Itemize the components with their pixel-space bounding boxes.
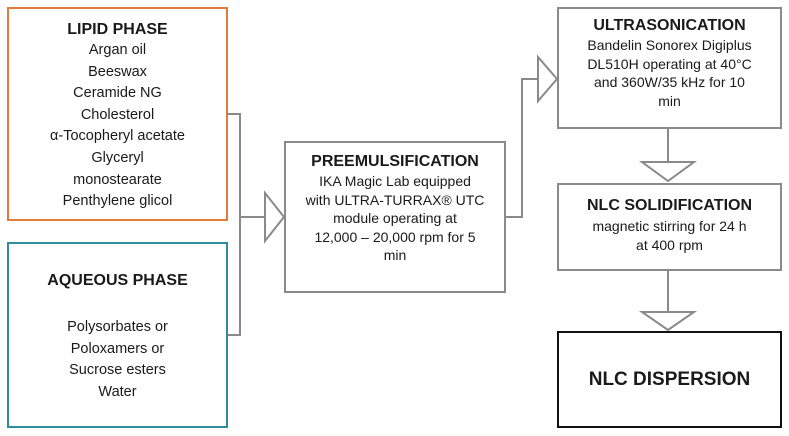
lipid-ingredient: Penthylene glicol	[62, 193, 173, 210]
aqueous-ingredient: Poloxamers or	[70, 340, 165, 357]
ultrasonication-detail: Bandelin Sonorex Digiplus	[587, 37, 752, 53]
ultrasonication-detail: and 360W/35 kHz for 10	[594, 74, 745, 90]
aqueous-ingredient: Polysorbates or	[67, 319, 168, 335]
arrow-right-icon	[537, 54, 559, 104]
arrow-down-icon	[638, 161, 698, 183]
nlc-solidification-box: NLC SOLIDIFICATION magnetic stirring for…	[557, 183, 782, 271]
preemulsification-detail: 12,000 – 20,000 rpm for 5	[314, 228, 476, 245]
aqueous-ingredient: Water	[98, 383, 137, 400]
preemulsification-detail: module operating at	[333, 210, 457, 226]
nlc-solidification-detail: magnetic stirring for 24 h	[592, 218, 747, 234]
aqueous-ingredient: Sucrose esters	[69, 362, 166, 378]
preemulsification-to-ultrasonication-line	[506, 78, 538, 218]
merge-connector	[228, 113, 241, 336]
preemulsification-title: PREEMULSIFICATION	[311, 153, 479, 170]
preemulsification-detail: with ULTRA-TURRAX® UTC	[305, 191, 485, 208]
ultrasonication-box: ULTRASONICATION Bandelin Sonorex Digiplu…	[557, 7, 782, 129]
lipid-ingredient: Cholesterol	[80, 106, 155, 123]
lipid-ingredient: Ceramide NG	[73, 85, 162, 102]
nlc-dispersion-title: NLC DISPERSION	[588, 368, 751, 390]
nlc-solidification-title: NLC SOLIDIFICATION	[586, 197, 753, 214]
lipid-phase-box: LIPID PHASE Argan oil Beeswax Ceramide N…	[7, 7, 228, 221]
ultrasonication-detail: min	[658, 92, 681, 109]
ultrasonication-title: ULTRASONICATION	[593, 17, 746, 34]
lipid-ingredient: Glyceryl	[91, 149, 144, 166]
aqueous-phase-box: AQUEOUS PHASE Polysorbates or Poloxamers…	[7, 242, 228, 428]
arrow-right-icon	[264, 190, 286, 244]
preemulsification-detail: IKA Magic Lab equipped	[319, 173, 471, 189]
nlc-solidification-detail: at 400 rpm	[636, 236, 703, 253]
lipid-ingredient: α-Tocopheryl acetate	[50, 128, 185, 145]
aqueous-phase-title: AQUEOUS PHASE	[47, 272, 188, 289]
arrow-down-icon	[638, 311, 698, 332]
lipid-phase-title: LIPID PHASE	[67, 21, 168, 38]
ultrasonication-detail: DL510H operating at 40°C	[587, 55, 752, 72]
preemulsification-box: PREEMULSIFICATION IKA Magic Lab equipped…	[284, 141, 506, 293]
preemulsification-detail: min	[383, 247, 407, 263]
lipid-ingredient: monostearate	[73, 171, 162, 188]
lipid-ingredient: Beeswax	[88, 63, 147, 80]
lipid-ingredient: Argan oil	[88, 42, 147, 58]
nlc-dispersion-box: NLC DISPERSION	[557, 331, 782, 428]
